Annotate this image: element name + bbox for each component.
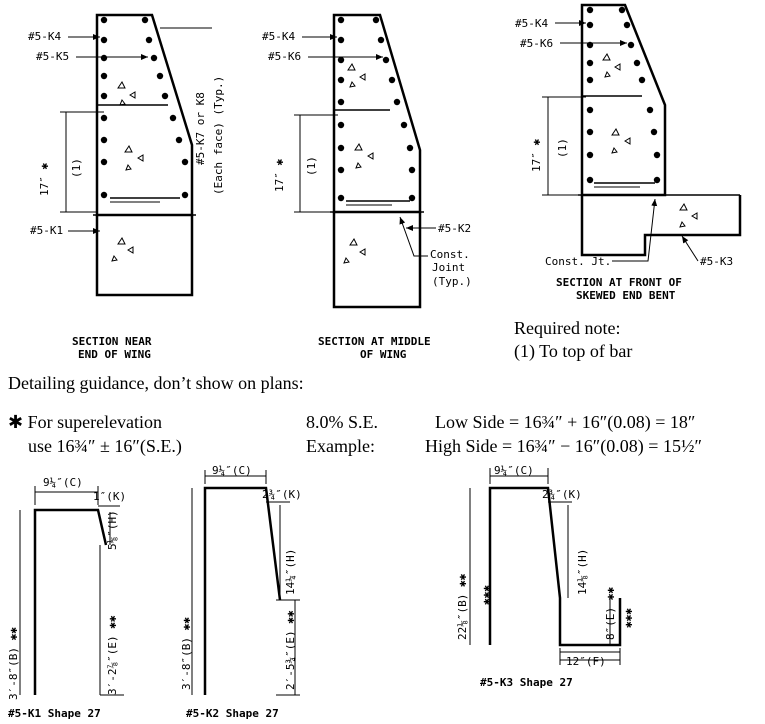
dim-f: 12″(F) xyxy=(566,655,606,668)
notes: Required note: (1) To top of bar Detaili… xyxy=(8,318,702,457)
shape-k1: 9¼″(C) 1″(K) 5⅛″(H) 3′-8″(B) ✱✱ 3′-2⅞″(E… xyxy=(7,476,126,720)
title-line2: SKEWED END BENT xyxy=(576,289,676,302)
required-note-title: Required note: xyxy=(514,318,620,338)
dim-h: 14⅛″(H) xyxy=(576,549,589,595)
dim-note: (1) xyxy=(70,158,83,178)
shape-k2: 9¼″(C) 2¾″(K) 14¼″(H) 3′-8″(B) ✱✱ 2′-5¾″… xyxy=(180,464,302,720)
shape-k3: 9¼″(C) 2¾″(K) 14⅛″(H) 22⅛″(B) ✱✱ ✱✱✱ 8″(… xyxy=(456,464,635,689)
label-k6: #5-K6 xyxy=(268,50,301,63)
dim-k: 2¾″(K) xyxy=(542,488,582,501)
title-line2: END OF WING xyxy=(78,348,151,361)
label-k5: #5-K5 xyxy=(36,50,69,63)
low-side: Low Side = 16¾″ + 16″(0.08) = 18″ xyxy=(435,412,695,433)
bar-shape xyxy=(488,486,622,647)
concrete-aggregate xyxy=(602,53,698,228)
label-k3: #5-K3 xyxy=(700,255,733,268)
example-label: Example: xyxy=(306,436,375,456)
bar-shape xyxy=(203,486,282,695)
label-k1: #5-K1 xyxy=(30,224,63,237)
caption: #5-K1 Shape 27 xyxy=(8,707,101,720)
dim-17: 17″ ✱ xyxy=(530,139,543,172)
dim-e: 2′-5¾″(E) ✱✱ xyxy=(284,610,297,690)
section-front: #5-K4 #5-K6 17″ ✱ (1) Const. Jt. #5-K3 S… xyxy=(515,3,742,302)
section-middle: #5-K4 #5-K6 17″ ✱ (1) #5-K2 Const. Joint… xyxy=(262,13,472,361)
label-const-jt: Const. Jt. xyxy=(545,255,611,268)
dim-e: 3′-2⅞″(E) ✱✱ xyxy=(106,615,119,695)
caption: #5-K3 Shape 27 xyxy=(480,676,573,689)
wing-outline xyxy=(95,13,194,217)
dim-k: 1″(K) xyxy=(93,490,126,503)
rebar-dots xyxy=(586,6,661,184)
rebar-dots xyxy=(337,16,416,202)
label-typ: (Typ.) xyxy=(432,275,472,288)
label-k4: #5-K4 xyxy=(515,17,548,30)
dim-b: 3′-8″(B) ✱✱ xyxy=(7,627,20,700)
section-near-end: #5-K4 #5-K5 17″ ✱ (1) #5-K1 #5-K7 or K8 … xyxy=(28,13,225,361)
bar-shape xyxy=(33,508,108,695)
concrete-aggregate xyxy=(343,63,374,264)
star-line2: use 16¾″ ± 16″(S.E.) xyxy=(28,436,182,457)
concrete-aggregate xyxy=(111,81,144,262)
label-k4: #5-K4 xyxy=(262,30,295,43)
title-line2: OF WING xyxy=(360,348,407,361)
title-line1: SECTION AT MIDDLE xyxy=(318,335,431,348)
dim-top: 9¼″(C) xyxy=(43,476,83,489)
star-line1: ✱ For superelevation xyxy=(8,412,162,432)
dim-top: 9¼″(C) xyxy=(212,464,252,477)
dim-h: 5⅛″(H) xyxy=(106,510,119,550)
required-note-1: (1) To top of bar xyxy=(514,341,632,362)
title-line1: SECTION AT FRONT OF xyxy=(556,276,682,289)
dim-top: 9¼″(C) xyxy=(494,464,534,477)
dim-17: 17″ ✱ xyxy=(273,159,286,192)
dim-note: (1) xyxy=(556,138,569,158)
label-k2: #5-K2 xyxy=(438,222,471,235)
dim-b: 3′-8″(B) ✱✱ xyxy=(180,617,193,690)
dim-b2: ✱✱✱ xyxy=(480,585,493,605)
rebar-dots xyxy=(100,16,189,199)
bent-outline xyxy=(95,215,194,297)
label-k6: #5-K6 xyxy=(520,37,553,50)
dim-e: 8″(E) ✱✱ xyxy=(604,587,617,640)
wing-outline xyxy=(332,13,422,214)
label-k7k8: #5-K7 or K8 xyxy=(194,92,207,165)
guidance-title: Detailing guidance, don’t show on plans: xyxy=(8,373,304,393)
high-side: High Side = 16¾″ − 16″(0.08) = 15½″ xyxy=(425,436,702,457)
dim-h: 14¼″(H) xyxy=(284,549,297,595)
dim-b: 22⅛″(B) ✱✱ xyxy=(456,573,469,640)
label-joint: Joint xyxy=(432,261,465,274)
title-line1: SECTION NEAR xyxy=(72,335,152,348)
dim-e2: ✱✱✱ xyxy=(622,608,635,628)
dim-note: (1) xyxy=(305,156,318,176)
label-const: Const. xyxy=(430,248,470,261)
dim-17: 17″ ✱ xyxy=(38,163,51,196)
label-each-face: (Each face) (Typ.) xyxy=(212,76,225,195)
caption: #5-K2 Shape 27 xyxy=(186,707,279,720)
wing-outline xyxy=(580,3,667,197)
label-k4: #5-K4 xyxy=(28,30,61,43)
dim-k: 2¾″(K) xyxy=(262,488,302,501)
se-value: 8.0% S.E. xyxy=(306,412,378,432)
